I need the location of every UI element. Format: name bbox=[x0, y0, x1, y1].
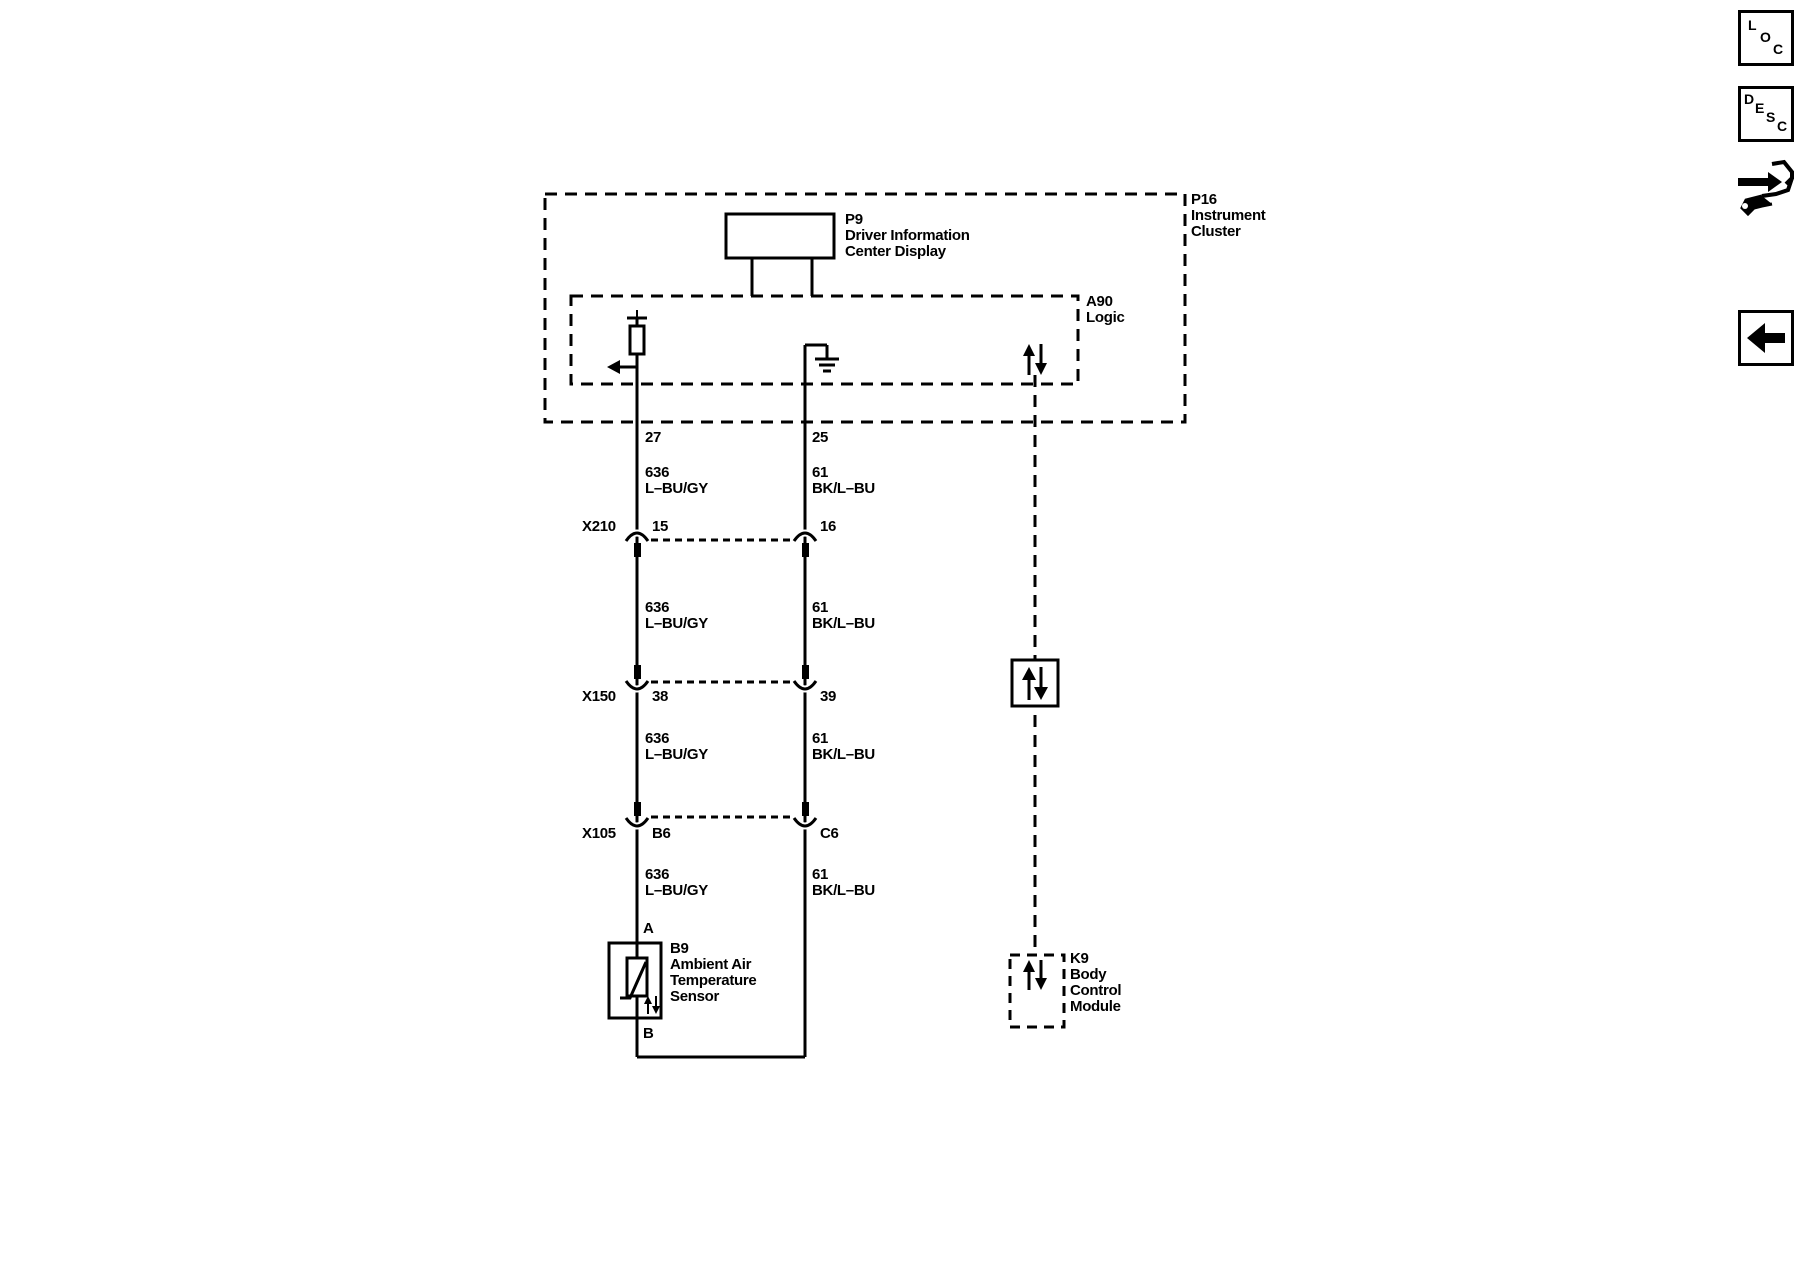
desc-letter-e: E bbox=[1755, 100, 1765, 116]
connector-x150 bbox=[623, 665, 819, 693]
wire-label-color: BK/L–BU bbox=[812, 615, 875, 632]
connector-x105 bbox=[623, 802, 819, 830]
wire-label-color: BK/L–BU bbox=[812, 480, 875, 497]
wire-label-number: 61 bbox=[812, 599, 828, 616]
connector-left-pin: B6 bbox=[652, 825, 671, 842]
wire-label-color: BK/L–BU bbox=[812, 882, 875, 899]
cluster-pin-left: 27 bbox=[645, 429, 661, 446]
back-button[interactable] bbox=[1738, 310, 1794, 366]
loc-letter-o: O bbox=[1760, 29, 1771, 45]
connector-left-pin: 15 bbox=[652, 518, 668, 535]
dic-display-code: P9 bbox=[845, 211, 863, 228]
bcm-line2: Control bbox=[1070, 982, 1121, 999]
wire-label-number: 636 bbox=[645, 464, 669, 481]
desc-letter-s: S bbox=[1766, 109, 1776, 125]
wire-label-number: 636 bbox=[645, 730, 669, 747]
serial-data-symbol-box bbox=[1010, 658, 1060, 708]
connector-wrench-button[interactable] bbox=[1732, 156, 1796, 220]
connector-right-pin: C6 bbox=[820, 825, 839, 842]
sensor-line1: Ambient Air bbox=[670, 956, 752, 973]
serial-data-arrows-icon bbox=[1023, 344, 1047, 375]
instrument-cluster-line2: Cluster bbox=[1191, 223, 1241, 240]
arrow-left-icon bbox=[1747, 323, 1785, 353]
wire-label-number: 636 bbox=[645, 866, 669, 883]
logic-code: A90 bbox=[1086, 293, 1113, 310]
desc-letter-d: D bbox=[1744, 91, 1755, 107]
connector-name: X150 bbox=[582, 688, 616, 705]
logic-boundary bbox=[569, 294, 1080, 386]
cluster-pin-right: 25 bbox=[812, 429, 828, 446]
logic-line1: Logic bbox=[1086, 309, 1125, 326]
location-button[interactable]: L O C bbox=[1738, 10, 1794, 66]
ground-symbol-icon bbox=[815, 357, 839, 373]
connector-x210 bbox=[623, 529, 819, 557]
bcm-line1: Body bbox=[1070, 966, 1107, 983]
instrument-cluster-code: P16 bbox=[1191, 191, 1217, 208]
bcm-boundary bbox=[1008, 953, 1066, 1029]
wire-label-number: 61 bbox=[812, 464, 828, 481]
sensor-data-arrows-icon bbox=[644, 996, 660, 1014]
sensor-line3: Sensor bbox=[670, 988, 720, 1005]
connector-left-pin: 38 bbox=[652, 688, 668, 705]
sensor-pin-a: A bbox=[643, 920, 654, 937]
connector-name: X210 bbox=[582, 518, 616, 535]
instrument-cluster-boundary bbox=[543, 192, 1187, 424]
signal-arrow-icon bbox=[607, 360, 620, 374]
dic-display-box bbox=[724, 212, 836, 260]
loc-letter-l: L bbox=[1748, 17, 1757, 33]
wire-label-number: 636 bbox=[645, 599, 669, 616]
instrument-cluster-line1: Instrument bbox=[1191, 207, 1266, 224]
description-button[interactable]: D E S C bbox=[1738, 86, 1794, 142]
wire-label-number: 61 bbox=[812, 866, 828, 883]
connector-name: X105 bbox=[582, 825, 616, 842]
dic-display-line1: Driver Information bbox=[845, 227, 970, 244]
wire-label-color: BK/L–BU bbox=[812, 746, 875, 763]
connector-wrench-icon bbox=[1738, 159, 1794, 217]
wire-label-color: L–BU/GY bbox=[645, 480, 708, 497]
wire-label-color: L–BU/GY bbox=[645, 746, 708, 763]
sensor-pin-b: B bbox=[643, 1025, 654, 1042]
bcm-data-arrows-icon bbox=[1023, 960, 1047, 990]
desc-letter-c: C bbox=[1777, 118, 1788, 134]
bcm-code: K9 bbox=[1070, 950, 1089, 967]
sensor-code: B9 bbox=[670, 940, 689, 957]
dic-display-line2: Center Display bbox=[845, 243, 947, 260]
wire-label-color: L–BU/GY bbox=[645, 882, 708, 899]
serial-data-arrows-icon bbox=[1022, 667, 1048, 700]
connector-right-pin: 39 bbox=[820, 688, 836, 705]
bcm-line3: Module bbox=[1070, 998, 1121, 1015]
ambient-air-sensor-box bbox=[607, 941, 663, 1020]
wire-label-number: 61 bbox=[812, 730, 828, 747]
wire-label-color: L–BU/GY bbox=[645, 615, 708, 632]
loc-letter-c: C bbox=[1773, 41, 1784, 57]
connector-right-pin: 16 bbox=[820, 518, 836, 535]
sensor-line2: Temperature bbox=[670, 972, 756, 989]
pullup-resistor-symbol bbox=[628, 324, 646, 356]
